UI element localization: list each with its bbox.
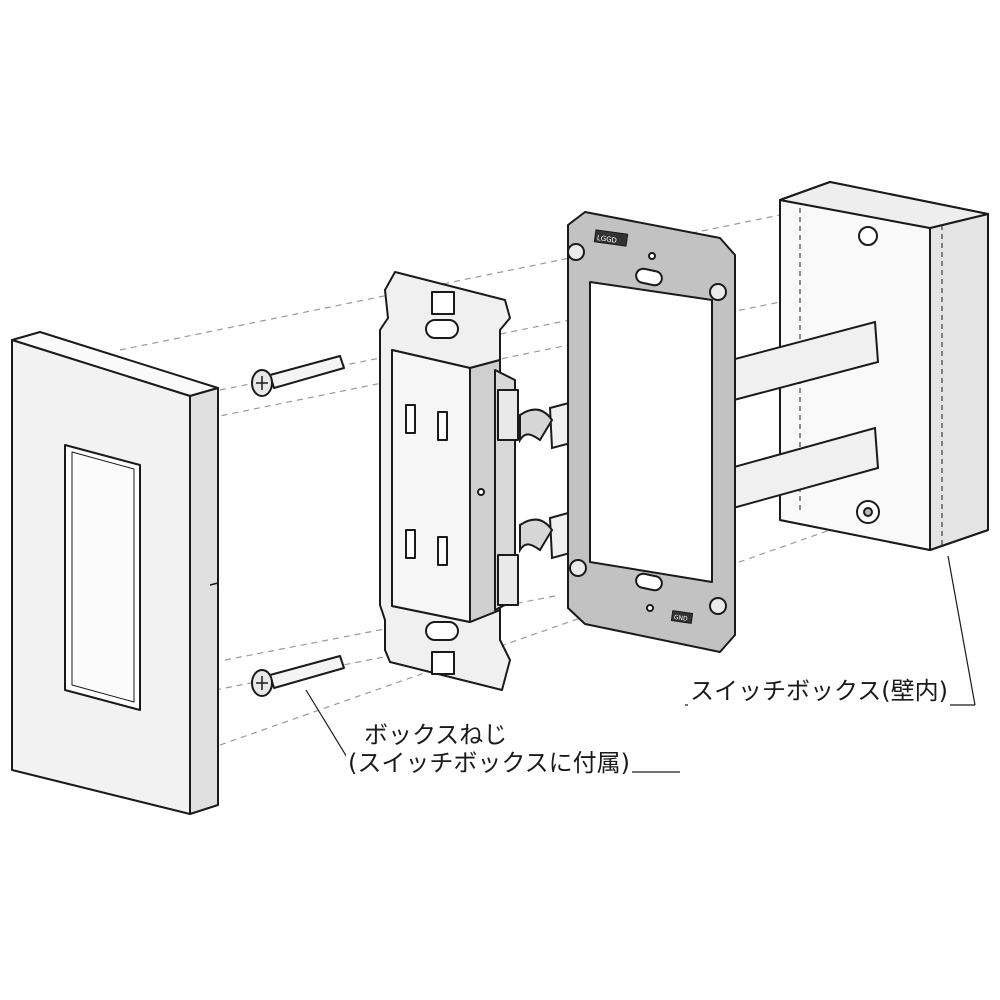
box-screw-top [251, 355, 345, 397]
switch-box-label: スイッチボックス(壁内) [688, 676, 951, 706]
cover-plate [11, 331, 219, 815]
mounting-plate [567, 211, 736, 653]
box-screw-bottom [251, 655, 345, 697]
duplex-outlet [379, 271, 519, 691]
plate-mark-bottom: GND [673, 614, 688, 623]
box-screw-label: ボックスねじ [362, 720, 510, 750]
box-screw-note-label: (スイッチボックスに付属) [346, 748, 633, 778]
plate-mark-top: LGGD [596, 234, 617, 245]
